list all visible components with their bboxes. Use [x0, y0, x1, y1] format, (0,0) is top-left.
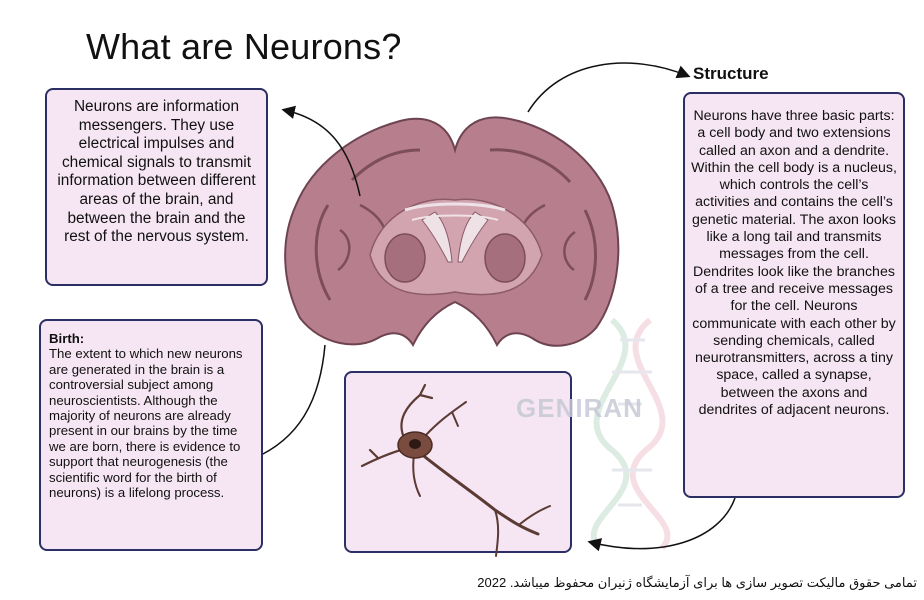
page-title: What are Neurons? [86, 26, 402, 67]
structure-box: Neurons have three basic parts: a cell b… [683, 92, 905, 498]
intro-box: Neurons are information messengers. They… [45, 88, 268, 286]
copyright-footer: تمامی حقوق مالیکت تصویر سازی ها برای آزم… [477, 575, 917, 590]
arrow-to-neuron [587, 497, 736, 552]
structure-heading: Structure [693, 64, 769, 83]
arrow-to-birth [247, 344, 326, 463]
arrow-to-intro [281, 105, 361, 197]
watermark-helix [590, 317, 671, 551]
birth-text: The extent to which new neurons are gene… [49, 346, 243, 501]
arrow-to-structure [527, 62, 691, 113]
birth-box: Birth: The extent to which new neurons a… [39, 319, 263, 551]
structure-text: Neurons have three basic parts: a cell b… [691, 108, 897, 419]
intro-text: Neurons are information messengers. They… [57, 98, 256, 246]
brain-illustration [284, 116, 620, 348]
neuron-illustration [360, 383, 551, 557]
birth-heading: Birth: [49, 331, 85, 346]
watermark-text: GENIRAN [516, 393, 643, 423]
